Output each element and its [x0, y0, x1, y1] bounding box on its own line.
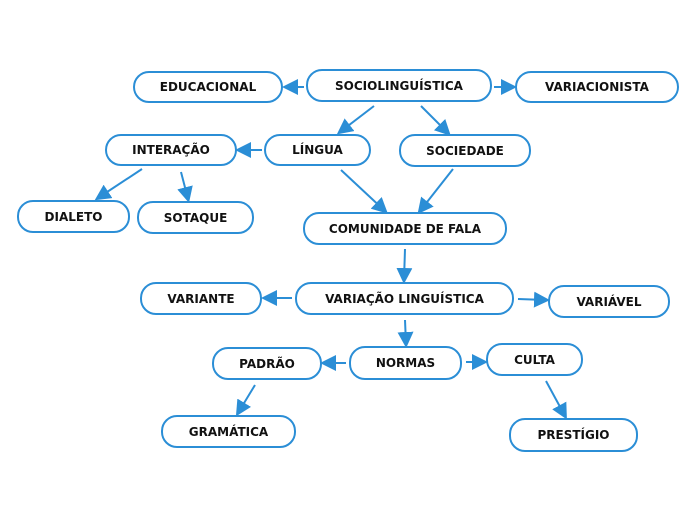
node-sociolinguistica[interactable]: SOCIOLINGUÍSTICA — [306, 69, 492, 102]
node-sociedade[interactable]: SOCIEDADE — [399, 134, 531, 167]
arrow-culta-to-prestigio — [545, 380, 567, 420]
arrow-interacao-to-dialeto — [94, 168, 143, 201]
node-normas[interactable]: NORMAS — [349, 346, 462, 380]
node-prestigio[interactable]: PRESTÍGIO — [509, 418, 638, 452]
node-comunidade-de-fala[interactable]: COMUNIDADE DE FALA — [303, 212, 507, 245]
node-dialeto[interactable]: DIALETO — [17, 200, 130, 233]
node-interacao[interactable]: INTERAÇÃO — [105, 134, 237, 166]
arrow-variacao-to-variavel — [517, 291, 550, 308]
node-lingua[interactable]: LÍNGUA — [264, 134, 371, 166]
arrow-comunidade-to-variacao — [396, 248, 413, 284]
node-culta[interactable]: CULTA — [486, 343, 583, 376]
arrow-interacao-to-sotaque — [177, 171, 193, 203]
arrow-sociedade-to-comunidade — [417, 168, 454, 215]
arrow-lingua-to-comunidade — [340, 169, 388, 214]
arrow-sociolinguistica-to-sociedade — [420, 105, 451, 136]
node-sotaque[interactable]: SOTAQUE — [137, 201, 254, 234]
node-educacional[interactable]: EDUCACIONAL — [133, 71, 283, 103]
node-variacionista[interactable]: VARIACIONISTA — [515, 71, 679, 103]
arrow-padrao-to-gramatica — [235, 384, 256, 417]
node-gramatica[interactable]: GRAMÁTICA — [161, 415, 296, 448]
arrow-variacao-to-normas — [397, 319, 414, 348]
node-padrao[interactable]: PADRÃO — [212, 347, 322, 380]
node-variacao-linguistica[interactable]: VARIAÇÃO LINGUÍSTICA — [295, 282, 514, 315]
arrow-sociolinguistica-to-lingua — [336, 105, 375, 135]
node-variante[interactable]: VARIANTE — [140, 282, 262, 315]
node-variavel[interactable]: VARIÁVEL — [548, 285, 670, 318]
